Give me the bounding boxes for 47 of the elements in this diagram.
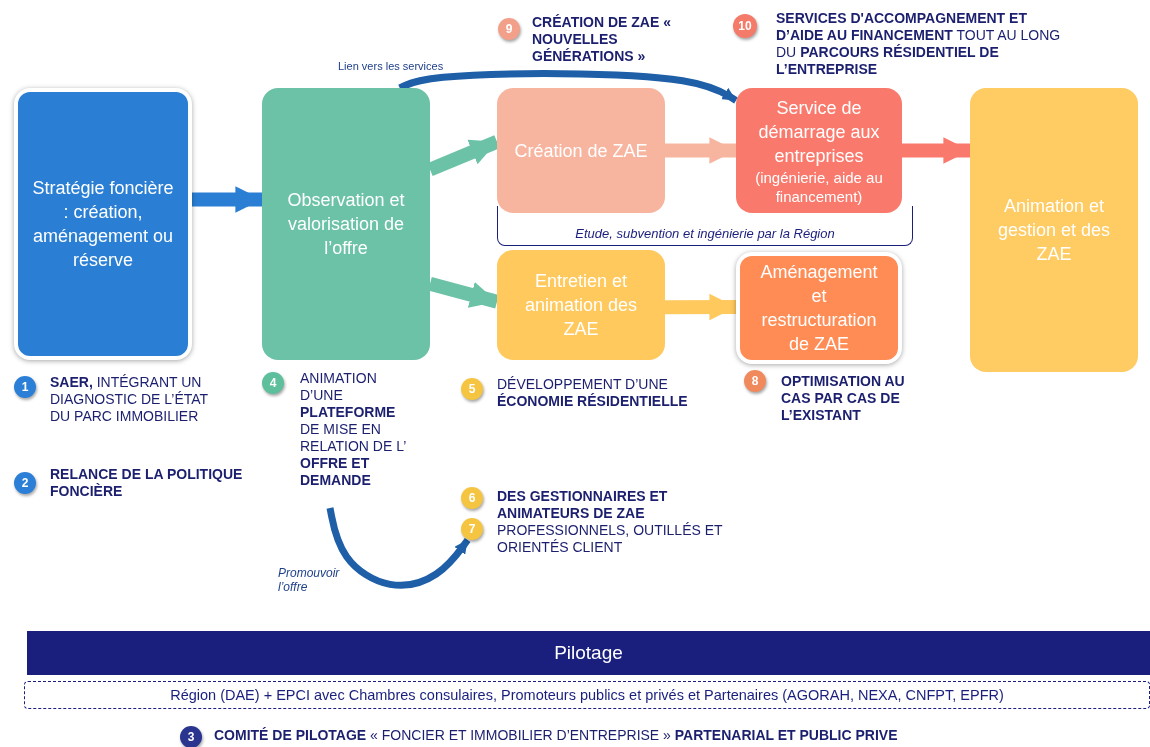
process-box — [497, 88, 665, 213]
note-text: DÉVELOPPEMENT D’UNE ÉCONOMIE RÉSIDENTIELLE — [497, 376, 689, 410]
box-label: Stratégie foncière : création, aménagement ou réserve — [31, 177, 175, 272]
note-text: SAER, INTÉGRANT UN DIAGNOSTIC DE L’ÉTAT DU PARC IMMOBILIER — [50, 374, 209, 425]
box-label: Entretien et animation des ZAE — [523, 270, 639, 341]
process-box — [970, 88, 1138, 372]
number-badge: 6 — [461, 487, 483, 509]
box-label: Animation et gestion et des ZAE — [996, 195, 1112, 266]
note-text: OPTIMISATION AU CAS PAR CAS DE L’EXISTANT — [781, 373, 906, 424]
number-badge: 8 — [744, 370, 766, 392]
box-sublabel: (ingénierie, aide au financement) — [754, 167, 884, 206]
note-text: COMITÉ DE PILOTAGE « FONCIER ET IMMOBILIER D’ENTREPRISE » PARTENARIAL ET PUBLIC PRIVE — [214, 727, 899, 744]
number-badge: 1 — [14, 376, 36, 398]
header-bar — [27, 631, 1150, 675]
arrow — [192, 186, 262, 213]
bracket-band — [497, 206, 913, 246]
process-box — [262, 88, 430, 360]
box-label: Service de démarrage aux entreprises — [757, 96, 881, 168]
box-label: Pilotage — [554, 642, 623, 664]
arrow — [902, 137, 970, 164]
dashed-box — [24, 681, 1150, 709]
arrow — [665, 137, 736, 164]
arrow — [398, 70, 738, 104]
process-box — [497, 250, 665, 360]
arrow — [326, 507, 471, 589]
note-text: DES GESTIONNAIRES ET ANIMATEURS DE ZAE — [497, 488, 669, 522]
arrow — [428, 277, 499, 309]
number-badge: 3 — [180, 726, 202, 747]
number-badge: 7 — [461, 518, 483, 540]
box-label: Région (DAE) + EPCI avec Chambres consulaires, Promoteurs publics et privés et Partenaires (AGORAH, NEXA, CNFPT, EPFR) — [170, 686, 1004, 704]
number-badge: 9 — [498, 18, 520, 40]
note-text: ANIMATION D’UNE PLATEFORME DE MISE EN RELATION DE L’ OFFRE ET DEMANDE — [300, 370, 407, 489]
number-badge: 2 — [14, 472, 36, 494]
box-label: Aménagement et restructuration de ZAE — [759, 261, 879, 356]
note-text: RELANCE DE LA POLITIQUE FONCIÈRE — [50, 466, 244, 500]
box-label: Etude, subvention et ingénierie par la Région — [575, 226, 835, 242]
edge-label: Promouvoir l’offre — [278, 566, 338, 594]
box-label: Création de ZAE — [513, 139, 649, 163]
process-box — [736, 88, 902, 213]
note-text: CRÉATION DE ZAE « NOUVELLES GÉNÉRATIONS » — [532, 14, 672, 65]
number-badge: 10 — [733, 14, 757, 38]
number-badge: 4 — [262, 372, 284, 394]
note-text: SERVICES D'ACCOMPAGNEMENT ET D’AIDE AU FINANCEMENT TOUT AU LONG DU PARCOURS RÉSIDENTIEL DE L’ENTREPRISE — [776, 10, 1062, 78]
note-text: PROFESSIONNELS, OUTILLÉS ET ORIENTÉS CLIENT — [497, 522, 724, 556]
arrow — [664, 293, 737, 321]
number-badge: 5 — [461, 378, 483, 400]
box-label: Observation et valorisation de l’offre — [286, 189, 406, 260]
